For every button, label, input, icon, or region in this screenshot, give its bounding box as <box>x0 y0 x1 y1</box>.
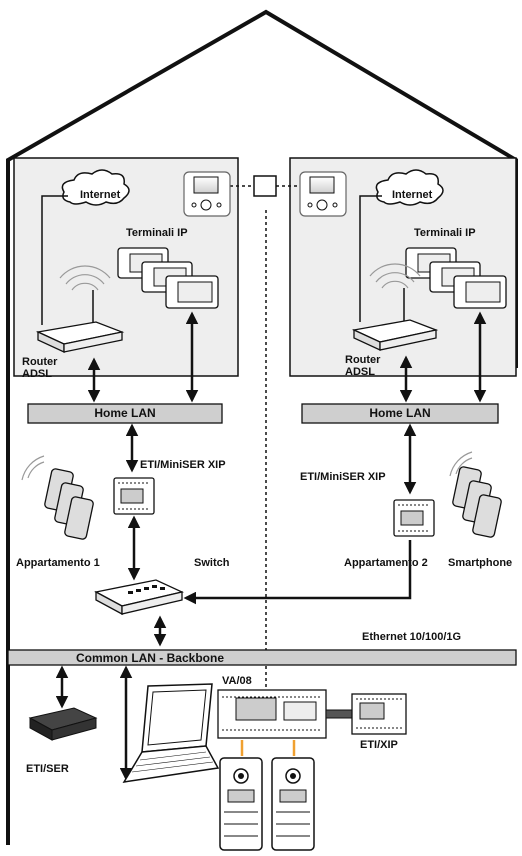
door-monitor-right-icon <box>299 171 347 217</box>
network-switch-icon <box>94 579 184 616</box>
router-left-icon <box>35 265 125 354</box>
ip-terminals-left-icon <box>117 247 219 309</box>
home-lan-left-bar <box>27 403 223 424</box>
smartphones-right-icon <box>449 451 502 538</box>
ip-terminals-right-icon <box>405 247 507 309</box>
eti-miniser-left-label: ETI/MiniSER XIP <box>140 459 226 471</box>
home-lan-right-label: Home LAN <box>369 406 431 420</box>
internet-cloud-right-icon <box>359 169 444 322</box>
eti-miniser-left-icon <box>113 477 155 515</box>
door-monitor-left-icon <box>183 171 231 217</box>
smartphone-label: Smartphone <box>448 557 513 569</box>
home-lan-right-bar <box>301 403 499 424</box>
dashed-link <box>230 185 300 690</box>
switch-label: Switch <box>194 557 230 569</box>
relay-box <box>253 175 277 197</box>
va08-label: VA/08 <box>222 675 252 687</box>
apartment-1-label: Appartamento 1 <box>16 557 100 569</box>
eti-ser-label: ETI/SER <box>26 763 69 775</box>
laptop-icon <box>122 683 220 783</box>
internet-left-label: Internet <box>80 189 121 201</box>
eti-switch-right-arrow <box>183 540 412 605</box>
internet-cloud-left-icon <box>41 169 130 325</box>
eti-ser-icon <box>28 707 98 741</box>
router-right-label: Router ADSL <box>345 354 381 378</box>
smartphones-left-icon <box>21 455 94 540</box>
eti-miniser-right-icon <box>393 499 435 537</box>
common-lan-label: Common LAN - Backbone <box>75 651 224 665</box>
apartment-2-label: Appartamento 2 <box>344 557 428 569</box>
home-lan-left-label: Home LAN <box>94 406 156 420</box>
common-lan-bar <box>7 649 517 666</box>
door-panel-right-icon <box>271 757 315 851</box>
terminals-left-label: Terminali IP <box>126 227 188 239</box>
va08-unit-icon <box>217 689 327 739</box>
eti-miniser-right-label: ETI/MiniSER XIP <box>300 471 386 483</box>
eti-xip-label: ETI/XIP <box>360 739 398 751</box>
internet-right-label: Internet <box>392 189 433 201</box>
router-right-icon <box>351 263 439 352</box>
va08-cable <box>325 709 353 719</box>
orange-connectors <box>240 740 296 756</box>
router-left-label: Router ADSL <box>22 356 58 380</box>
terminals-right-label: Terminali IP <box>414 227 476 239</box>
eti-xip-icon <box>351 693 407 735</box>
ethernet-label: Ethernet 10/100/1G <box>362 631 462 643</box>
door-panel-left-icon <box>219 757 263 851</box>
